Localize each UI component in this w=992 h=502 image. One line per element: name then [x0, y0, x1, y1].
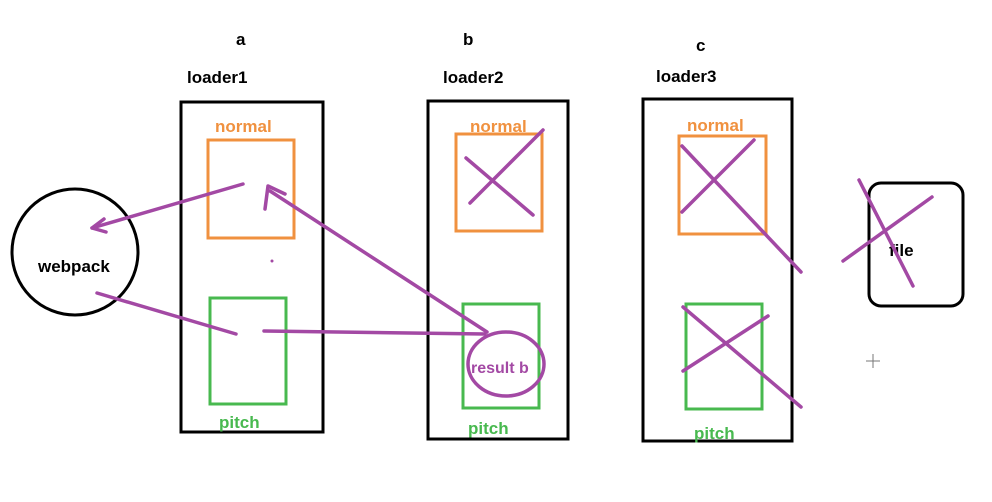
loader2-pitch-box	[461, 302, 541, 410]
file-label: file	[889, 241, 914, 260]
cross-pitch3-b	[681, 314, 770, 373]
loader1-title: loader1	[187, 68, 247, 87]
loader3-pitch-box	[684, 302, 764, 411]
file-box	[867, 181, 965, 308]
webpack-label: webpack	[37, 257, 110, 276]
cross-file-b	[841, 195, 934, 263]
loader2-box	[426, 99, 570, 441]
flow-line-result-to-normal1	[268, 189, 489, 334]
crosshair-cursor-icon	[866, 354, 880, 368]
column-letter-a: a	[236, 30, 246, 49]
loader2-normal-box	[454, 132, 544, 233]
loader1-normal-box	[206, 138, 296, 240]
webpack-circle	[10, 187, 140, 317]
loader3-title: loader3	[656, 67, 716, 86]
loader1-pitch-label: pitch	[219, 413, 260, 432]
loader2-title: loader2	[443, 68, 503, 87]
cross-file-a	[857, 178, 915, 288]
loader1-box	[179, 100, 325, 434]
arrowhead-normal1	[263, 184, 287, 211]
column-letter-b: b	[463, 30, 473, 49]
flow-line-normal-to-webpack	[90, 182, 245, 230]
purple-strokes	[90, 128, 934, 409]
column-letter-c: c	[696, 36, 705, 55]
cross-normal3-b	[680, 138, 756, 214]
cross-normal2-a	[464, 156, 535, 217]
arrowhead-webpack	[90, 217, 108, 234]
loader2-pitch-label: pitch	[468, 419, 509, 438]
cross-pitch3-a	[681, 305, 803, 409]
loader3-normal-box	[677, 134, 768, 236]
flow-line-webpack-to-pitch1	[95, 291, 238, 336]
loader1-normal-label: normal	[215, 117, 272, 136]
loader3-pitch-label: pitch	[694, 424, 735, 443]
flow-line-pitch1-to-result	[262, 329, 487, 336]
result-b-ellipse	[466, 330, 546, 398]
loader3-box	[641, 97, 794, 443]
result-b-label: result b	[471, 360, 529, 377]
loader2-normal-label: normal	[470, 117, 527, 136]
cross-normal2-b	[468, 128, 545, 205]
loader3-normal-label: normal	[687, 116, 744, 135]
cross-normal3-a	[680, 144, 803, 274]
loader1-pitch-box	[208, 296, 288, 406]
stray-dot	[270, 259, 274, 263]
